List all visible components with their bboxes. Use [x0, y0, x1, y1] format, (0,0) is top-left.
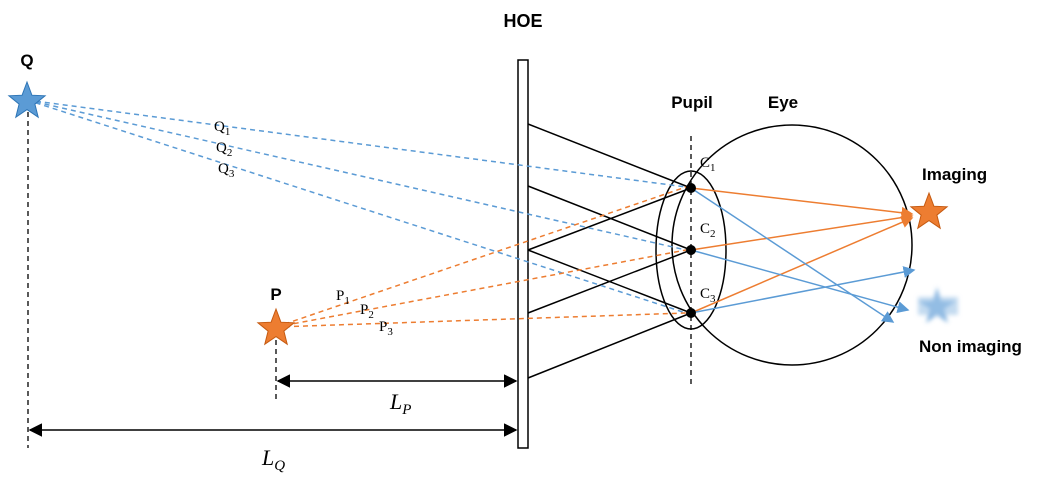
hoe-plate	[517, 59, 529, 449]
hoe-to-pupil-lines	[527, 123, 692, 379]
non-imaging-label: Non imaging	[919, 337, 1022, 356]
c2-label: C2	[700, 221, 716, 240]
eye-label: Eye	[768, 93, 798, 112]
c1-label: C1	[700, 155, 716, 174]
p1-label: P1	[336, 288, 350, 307]
source-q-star	[7, 80, 47, 119]
source-p-label: P	[270, 285, 281, 304]
q2-label: Q2	[216, 140, 232, 159]
imaging-star	[909, 191, 949, 230]
source-p-star	[256, 307, 296, 346]
eye-circle	[671, 124, 913, 366]
q3-label: Q3	[218, 161, 235, 180]
c3-label: C3	[700, 286, 716, 305]
non-imaging-blurred-star	[918, 287, 958, 323]
lq-label: LQ	[261, 445, 285, 474]
q-rays-dashed	[26, 99, 687, 314]
q1-label: Q1	[214, 119, 230, 138]
hoe-label: HOE	[503, 11, 542, 31]
pupil-point-c1	[686, 183, 696, 193]
non-imaging-rays	[690, 187, 916, 323]
p3-label: P3	[379, 319, 393, 338]
lp-label: LP	[389, 389, 411, 418]
pupil-point-c2	[686, 245, 696, 255]
source-q-label: Q	[20, 51, 33, 70]
pupil-point-c3	[686, 308, 696, 318]
p-rays-dashed	[275, 186, 687, 328]
p2-label: P2	[360, 302, 374, 321]
pupil-label: Pupil	[671, 93, 713, 112]
imaging-label: Imaging	[922, 165, 987, 184]
imaging-rays	[690, 187, 914, 314]
